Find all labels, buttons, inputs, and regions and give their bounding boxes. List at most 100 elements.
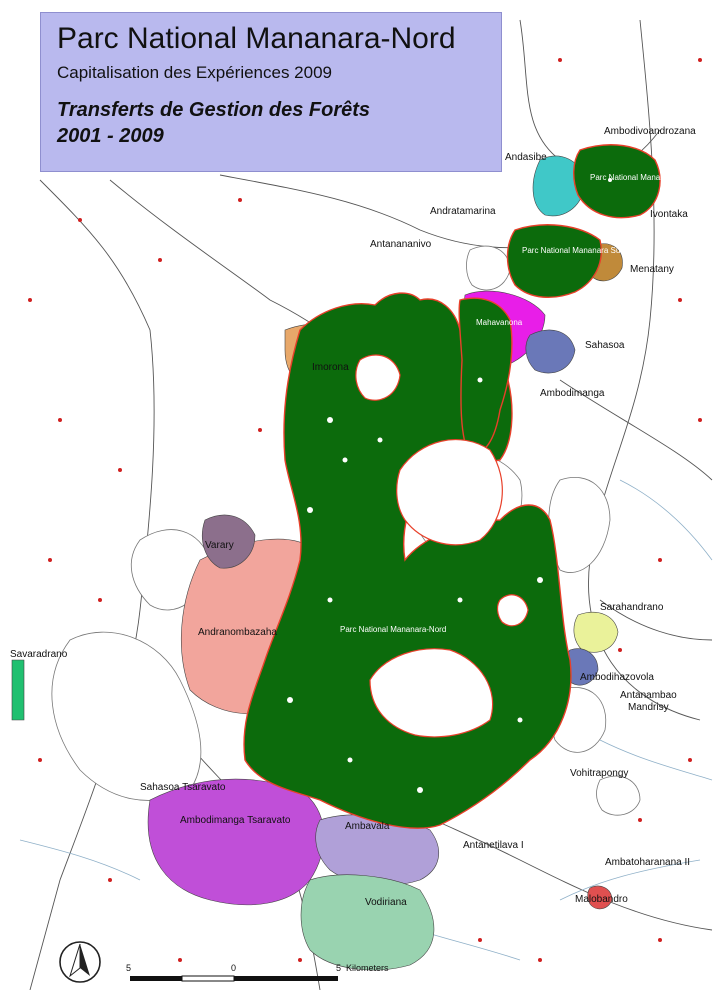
enclave-west [355,354,401,401]
scale-seg-2 [181,975,235,982]
village-dot-18 [558,58,562,62]
village-dot-3 [58,418,62,422]
label-ambodivoandrozana: Ambodivoandrozana [604,126,696,137]
forest-patch-1 [51,631,202,801]
village-dot-20 [158,258,162,262]
scale-seg-3 [234,976,338,981]
label-andratamarina: Andratamarina [430,206,496,217]
title-box: Parc National Mananara-Nord Capitalisati… [40,12,502,172]
north-arrow-right [80,944,90,976]
village-dot-24 [298,958,302,962]
label-sarahandrano: Sarahandrano [600,602,664,613]
zone-savaradrano [11,659,25,721]
boundary-east-2 [559,379,713,481]
label-antanetilava: Antanetilava I [463,840,524,851]
village-dot-9 [178,958,182,962]
park-speck-13 [477,377,483,383]
forest-patch-7 [596,775,641,816]
village-dot-15 [698,418,702,422]
park-speck-5 [287,697,293,703]
label-sahasoa: Sahasoa [585,340,625,351]
zone-varary [201,514,256,569]
label-parc-nord: Parc National Mananara Nord [590,173,696,182]
zone-malobandro [587,885,613,910]
label-parc-central: Parc National Mananara-Nord [340,625,446,634]
map-theme: Transferts de Gestion des Forêts 2001 - … [57,97,485,149]
village-dot-4 [118,468,122,472]
label-andranombazaha: Andranombazaha [198,627,277,638]
label-vohitrapongy: Vohitrapongy [570,768,628,779]
scale-unit: Kilometers [346,963,389,973]
park-speck-7 [417,787,423,793]
village-dot-5 [48,558,52,562]
scale-tick-left: 5 [126,963,131,973]
park-speck-10 [457,597,463,603]
zone-andasibe [532,155,586,217]
north-arrow-icon [59,941,101,983]
village-dot-2 [28,298,32,302]
label-mandrisy: Mandrisy [628,702,669,713]
village-dot-21 [258,428,262,432]
park-speck-1 [327,417,333,423]
park-speck-12 [608,178,612,182]
park-texture [287,178,612,793]
map-title: Parc National Mananara-Nord [57,22,456,55]
boundary-east-3 [599,599,713,641]
label-imorona: Imorona [312,362,349,373]
label-varary: Varary [205,540,234,551]
zone-ambodimanga-tsaravato [147,778,325,906]
village-dot-22 [618,648,622,652]
village-dot-1 [78,218,82,222]
park-north-area [573,144,661,219]
boundary-center [219,174,561,249]
label-ambatoharanana: Ambatoharanana II [605,857,690,868]
forest-patch-4 [548,477,611,573]
park-speck-11 [377,437,383,443]
park-speck-8 [517,717,523,723]
enclave-central [369,648,494,738]
scale-seg-1 [130,976,182,981]
village-dot-10 [478,938,482,942]
label-antanananivo: Antanananivo [370,239,432,250]
map-subtitle: Capitalisation des Expériences 2009 [57,63,333,82]
place-labels: Ambodivoandrozana Andasibe Parc National… [10,126,696,908]
river-2 [559,859,701,901]
label-andasibe: Andasibe [505,152,547,163]
park-speck-3 [307,507,313,513]
label-parc-sud: Parc National Mananara Sud [522,246,625,255]
zone-sahasoa [525,329,576,374]
village-dot-6 [98,598,102,602]
park-speck-2 [342,457,348,463]
label-savaradrano: Savaradrano [10,649,68,660]
label-menatany: Menatany [630,264,674,275]
label-ivontaka: Ivontaka [650,209,688,220]
scale-tick-mid: 0 [231,963,236,973]
village-dot-16 [678,298,682,302]
label-sahasoa-tsaravato: Sahasoa Tsaravato [140,782,226,793]
river-5 [599,739,713,781]
village-dot-23 [658,938,662,942]
village-dot-13 [688,758,692,762]
park-speck-9 [537,577,543,583]
village-dot-8 [108,878,112,882]
label-ambavala: Ambavala [345,821,390,832]
map-theme-line1: Transferts de Gestion des Forêts [57,99,371,121]
label-ambodihazovola: Ambodihazovola [580,672,654,683]
label-vodiriana: Vodiriana [365,897,407,908]
map-theme-line2: 2001 - 2009 [57,125,164,147]
village-dot-14 [658,558,662,562]
park-south-strip [506,224,602,299]
forest-patch-8 [466,245,511,291]
park-enclaves [355,354,529,738]
scale-bar: 5 0 5 Kilometers [126,963,389,982]
village-dot-19 [238,198,242,202]
label-mahavanona: Mahavanona [476,318,523,327]
zone-vodiriana [300,874,435,971]
label-malobandro: Malobandro [575,894,628,905]
village-dot-12 [638,818,642,822]
enclave-east [496,594,529,627]
village-dot-11 [538,958,542,962]
river-3 [19,839,141,881]
